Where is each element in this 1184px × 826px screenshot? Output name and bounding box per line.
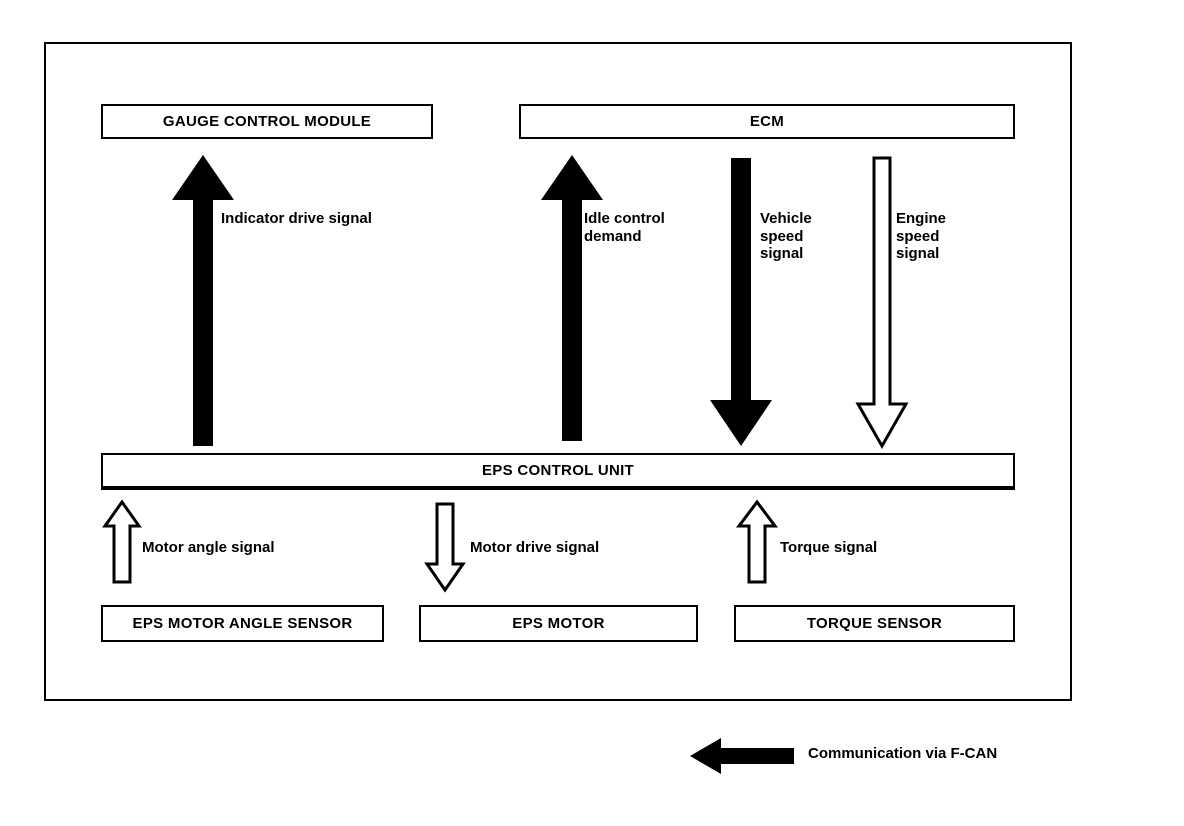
- arrow-motor-angle-signal: [102, 499, 142, 584]
- legend-label-communication: Communication via F-CAN: [808, 745, 998, 762]
- block-label-torque-sensor: TORQUE SENSOR: [806, 615, 943, 632]
- arrow-torque-signal: [736, 499, 778, 584]
- label-vehicle-speed-signal: Vehicle speed signal: [760, 210, 812, 263]
- block-ecm: ECM: [519, 104, 1015, 139]
- label-motor-drive-signal: Motor drive signal: [470, 539, 600, 556]
- block-label-eps-motor-angle-sensor: EPS MOTOR ANGLE SENSOR: [132, 615, 353, 632]
- block-torque-sensor: TORQUE SENSOR: [734, 605, 1015, 642]
- block-label-eps-motor: EPS MOTOR: [512, 615, 605, 632]
- arrow-vehicle-speed-signal: [710, 158, 772, 446]
- block-gauge-control-module: GAUGE CONTROL MODULE: [101, 104, 433, 139]
- block-label-ecm: ECM: [749, 113, 785, 130]
- label-torque-signal: Torque signal: [780, 539, 878, 556]
- arrow-motor-drive-signal: [424, 502, 466, 593]
- label-indicator-drive-signal: Indicator drive signal: [221, 210, 372, 227]
- diagram-outer-frame: [44, 42, 1072, 701]
- label-idle-control-demand: Idle control demand: [584, 210, 665, 245]
- label-engine-speed-signal: Engine speed signal: [896, 210, 947, 263]
- arrow-indicator-drive-signal: [172, 155, 234, 446]
- arrow-idle-control-demand: [541, 155, 603, 441]
- block-eps-motor-angle-sensor: EPS MOTOR ANGLE SENSOR: [101, 605, 384, 642]
- legend-arrow-left-icon: [690, 738, 794, 774]
- block-eps-control-unit: EPS CONTROL UNIT: [101, 453, 1015, 490]
- label-motor-angle-signal: Motor angle signal: [142, 539, 275, 556]
- block-label-eps-control-unit: EPS CONTROL UNIT: [481, 462, 635, 479]
- block-label-gauge-control-module: GAUGE CONTROL MODULE: [162, 113, 372, 130]
- arrow-engine-speed-signal: [855, 156, 909, 450]
- block-eps-motor: EPS MOTOR: [419, 605, 698, 642]
